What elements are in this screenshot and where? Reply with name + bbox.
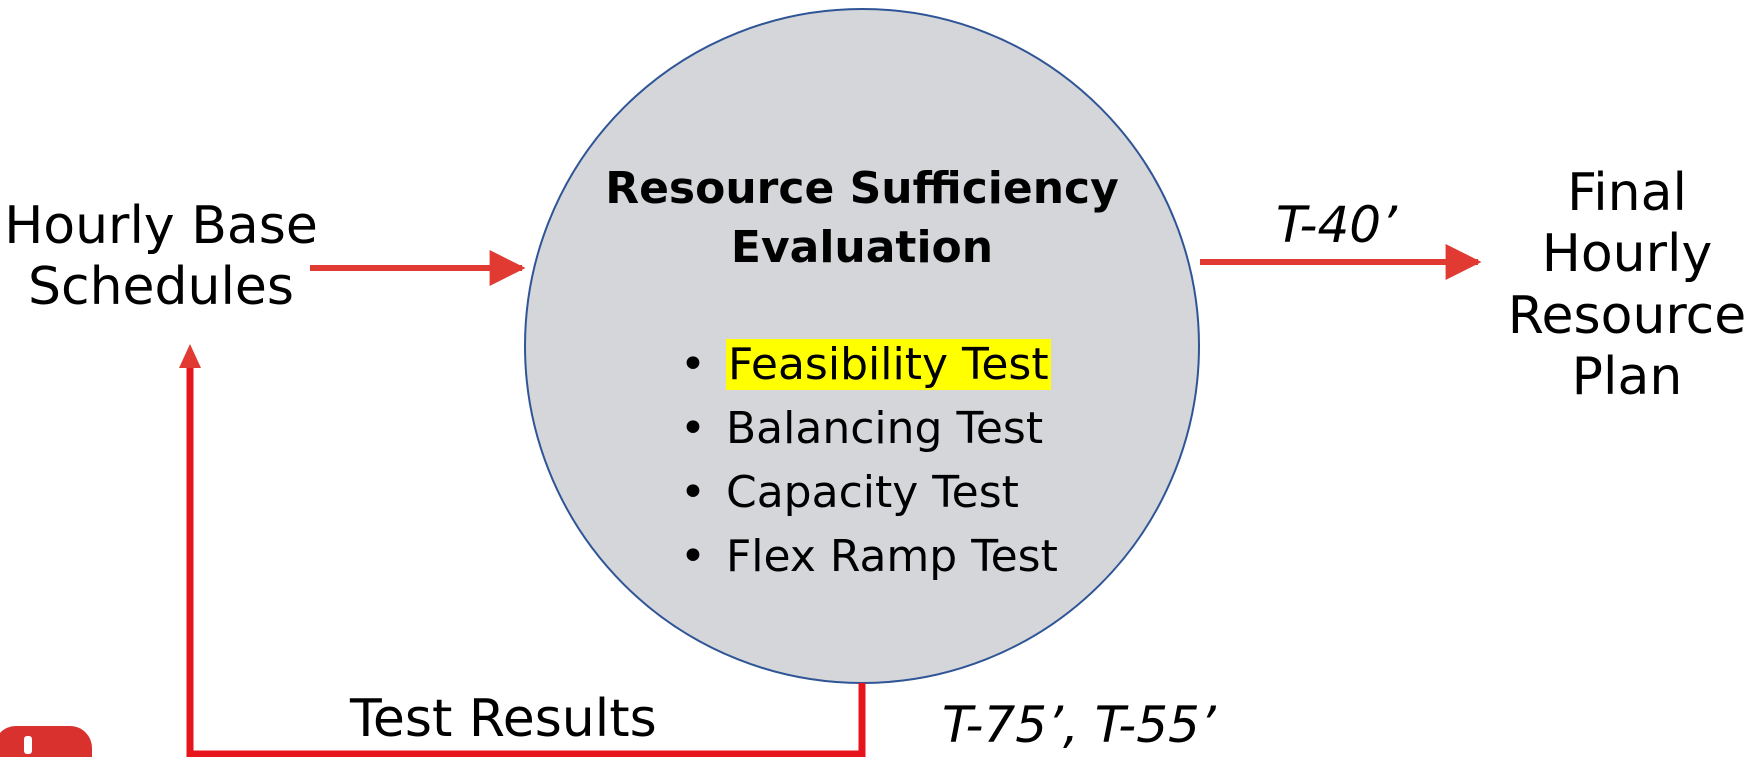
test-label-highlighted: Feasibility Test bbox=[726, 339, 1051, 390]
process-title: Resource Sufficiency Evaluation bbox=[594, 159, 1130, 278]
output-label-line: Final bbox=[1567, 163, 1687, 223]
test-item: • Balancing Test bbox=[672, 397, 1058, 461]
test-item: • Capacity Test bbox=[672, 461, 1058, 525]
feedback-loop-line bbox=[186, 362, 866, 757]
input-label-line: Hourly Base bbox=[4, 196, 318, 256]
output-label-line: Plan bbox=[1571, 347, 1683, 408]
test-label: Capacity Test bbox=[726, 467, 1019, 518]
test-item: • Feasibility Test bbox=[672, 333, 1058, 397]
output-label: Final Hourly Resource Plan bbox=[1498, 163, 1756, 408]
process-title-line: Evaluation bbox=[730, 222, 994, 274]
test-item: • Flex Ramp Test bbox=[672, 525, 1058, 589]
feedback-arrowhead bbox=[179, 344, 201, 368]
test-label: Flex Ramp Test bbox=[726, 531, 1058, 582]
input-label-line: Schedules bbox=[27, 257, 295, 318]
test-list: • Feasibility Test • Balancing Test • Ca… bbox=[672, 333, 1058, 589]
bullet-icon: • bbox=[680, 467, 706, 518]
bullet-icon: • bbox=[680, 339, 706, 390]
feedback-label: Test Results bbox=[350, 689, 657, 749]
feedback-timing-label: T-75’, T-55’ bbox=[942, 696, 1216, 754]
input-label: Hourly Base Schedules bbox=[0, 196, 322, 319]
app-logo-icon bbox=[0, 726, 92, 757]
bullet-icon: • bbox=[680, 403, 706, 454]
output-timing-label: T-40’ bbox=[1276, 196, 1397, 254]
test-label: Balancing Test bbox=[726, 403, 1044, 454]
bullet-icon: • bbox=[680, 531, 706, 582]
output-label-line: Hourly bbox=[1541, 224, 1713, 285]
output-label-line: Resource bbox=[1507, 285, 1747, 346]
process-title-line: Resource Sufficiency bbox=[605, 163, 1119, 214]
